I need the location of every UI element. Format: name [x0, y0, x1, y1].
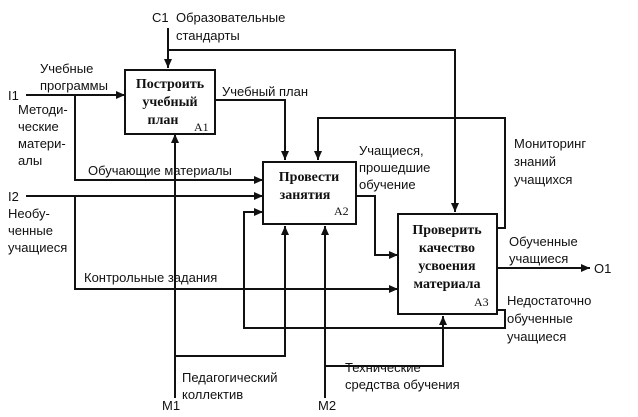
- label-undertrained: Недостаточно обученные учащиеся: [507, 293, 591, 344]
- svg-text:Технические: Технические: [345, 360, 421, 375]
- box-a1-frame: [124, 69, 216, 135]
- box-a1-title-3: план: [148, 113, 179, 128]
- label-i1-materials: Методи- ческие матери- алы: [18, 102, 68, 168]
- box-a2-frame: [262, 161, 357, 225]
- label-m1: Педагогический коллектив: [182, 370, 278, 402]
- label-training-materials: Обучающие материалы: [88, 163, 232, 178]
- arrow-m1-to-a2: [175, 226, 289, 357]
- arrow-c1-to-a3: [168, 49, 459, 212]
- svg-text:стандарты: стандарты: [176, 28, 240, 43]
- box-a3-title-4: материала: [414, 277, 481, 292]
- svg-text:учащихся: учащихся: [514, 172, 572, 187]
- svg-text:Методи-: Методи-: [18, 102, 68, 117]
- svg-text:учащиеся: учащиеся: [509, 251, 568, 266]
- arrow-monitoring-feedback: [314, 117, 506, 229]
- box-a1-title-2: учебный: [142, 95, 197, 110]
- label-trained-students: Обученные учащиеся: [509, 234, 578, 266]
- svg-text:учащиеся: учащиеся: [8, 240, 67, 255]
- svg-text:матери-: матери-: [18, 136, 66, 151]
- svg-text:Мониторинг: Мониторинг: [514, 136, 586, 151]
- svg-text:Образовательные: Образовательные: [176, 10, 285, 25]
- box-a1-number: A1: [194, 120, 209, 134]
- svg-text:Недостаточно: Недостаточно: [507, 293, 591, 308]
- code-o1: O1: [594, 261, 611, 276]
- box-a2-title-1: Провести: [279, 170, 339, 185]
- box-a3-title-1: Проверить: [412, 223, 482, 238]
- arrow-i1-branch-to-a2: [74, 95, 263, 184]
- arrow-control-tasks-to-a3: [74, 196, 398, 293]
- code-i2: I2: [8, 189, 19, 204]
- code-i1: I1: [8, 88, 19, 103]
- label-i1-programs: Учебные программы: [40, 61, 108, 93]
- svg-text:ческие: ческие: [18, 119, 59, 134]
- label-monitoring: Мониторинг знаний учащихся: [514, 136, 586, 187]
- arrow-m2-to-a3: [325, 316, 447, 367]
- label-control-tasks: Контрольные задания: [84, 270, 217, 285]
- svg-text:прошедшие: прошедшие: [359, 160, 430, 175]
- box-a3-title-2: качество: [419, 241, 475, 256]
- svg-text:обученные: обученные: [507, 311, 573, 326]
- svg-text:учащиеся: учащиеся: [507, 329, 566, 344]
- code-c1: C1: [152, 10, 169, 25]
- svg-text:Обученные: Обученные: [509, 234, 578, 249]
- svg-text:Педагогический: Педагогический: [182, 370, 278, 385]
- arrow-undertrained-loop: [243, 208, 506, 329]
- svg-text:средства обучения: средства обучения: [345, 377, 460, 392]
- label-study-plan: Учебный план: [222, 84, 308, 99]
- box-a2[interactable]: Провести занятия A2: [262, 161, 357, 225]
- connectors: [26, 28, 590, 398]
- svg-text:алы: алы: [18, 153, 42, 168]
- label-c1: Образовательные стандарты: [176, 10, 285, 43]
- svg-text:Необу-: Необу-: [8, 206, 50, 221]
- box-a1-title-1: Построить: [136, 77, 205, 92]
- svg-text:Учебные: Учебные: [40, 61, 93, 76]
- box-a1[interactable]: Построить учебный план A1: [124, 69, 216, 135]
- box-a2-title-2: занятия: [280, 188, 331, 203]
- box-a3-number: A3: [474, 295, 489, 309]
- box-a2-number: A2: [334, 204, 349, 218]
- box-a3-frame: [397, 213, 498, 315]
- code-m1: M1: [162, 398, 180, 413]
- svg-text:программы: программы: [40, 78, 108, 93]
- arrow-a2-to-a3: [356, 195, 398, 259]
- svg-text:ченные: ченные: [8, 223, 53, 238]
- label-students-trained: Учащиеся, прошедшие обучение: [359, 143, 430, 192]
- code-m2: M2: [318, 398, 336, 413]
- box-a3-title-3: усвоения: [418, 259, 476, 274]
- svg-text:коллектив: коллектив: [182, 387, 243, 402]
- svg-text:обучение: обучение: [359, 177, 416, 192]
- box-a3[interactable]: Проверить качество усвоения материала A3: [397, 213, 498, 315]
- label-m2: Технические средства обучения: [345, 360, 460, 392]
- svg-text:Учащиеся,: Учащиеся,: [359, 143, 424, 158]
- label-i2: Необу- ченные учащиеся: [8, 206, 67, 255]
- svg-text:знаний: знаний: [514, 154, 556, 169]
- arrow-a1-plan-to-a2: [215, 99, 289, 160]
